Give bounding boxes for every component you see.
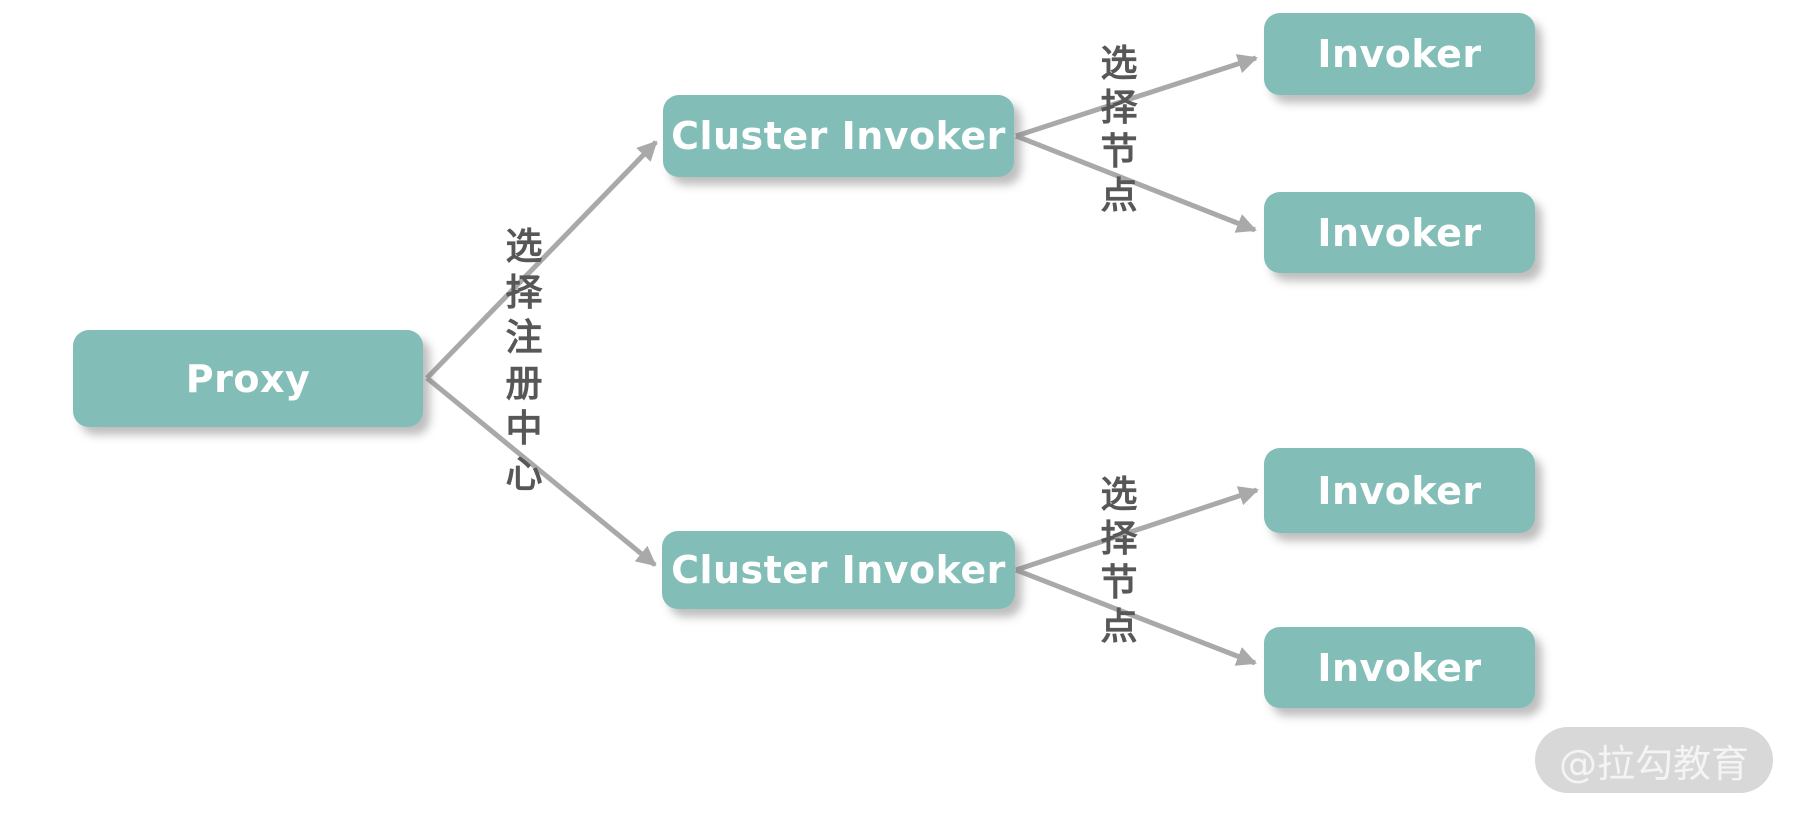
cluster-invoker-bottom-node: Cluster Invoker	[662, 531, 1015, 609]
proxy-node: Proxy	[73, 330, 423, 427]
invoker-node-2: Invoker	[1264, 192, 1535, 273]
invoker-node-1: Invoker	[1264, 13, 1535, 95]
edge-label-select-node-bottom: 选择节点	[1100, 473, 1138, 648]
cluster-invoker-top-node: Cluster Invoker	[663, 95, 1014, 177]
edge-label-select-node-top: 选择节点	[1100, 42, 1138, 217]
invoker-node-3: Invoker	[1264, 448, 1535, 533]
edge-label-select-registry: 选择注册中心	[505, 225, 543, 496]
invoker-node-4: Invoker	[1264, 627, 1535, 708]
watermark-badge: @拉勾教育	[1535, 727, 1773, 793]
